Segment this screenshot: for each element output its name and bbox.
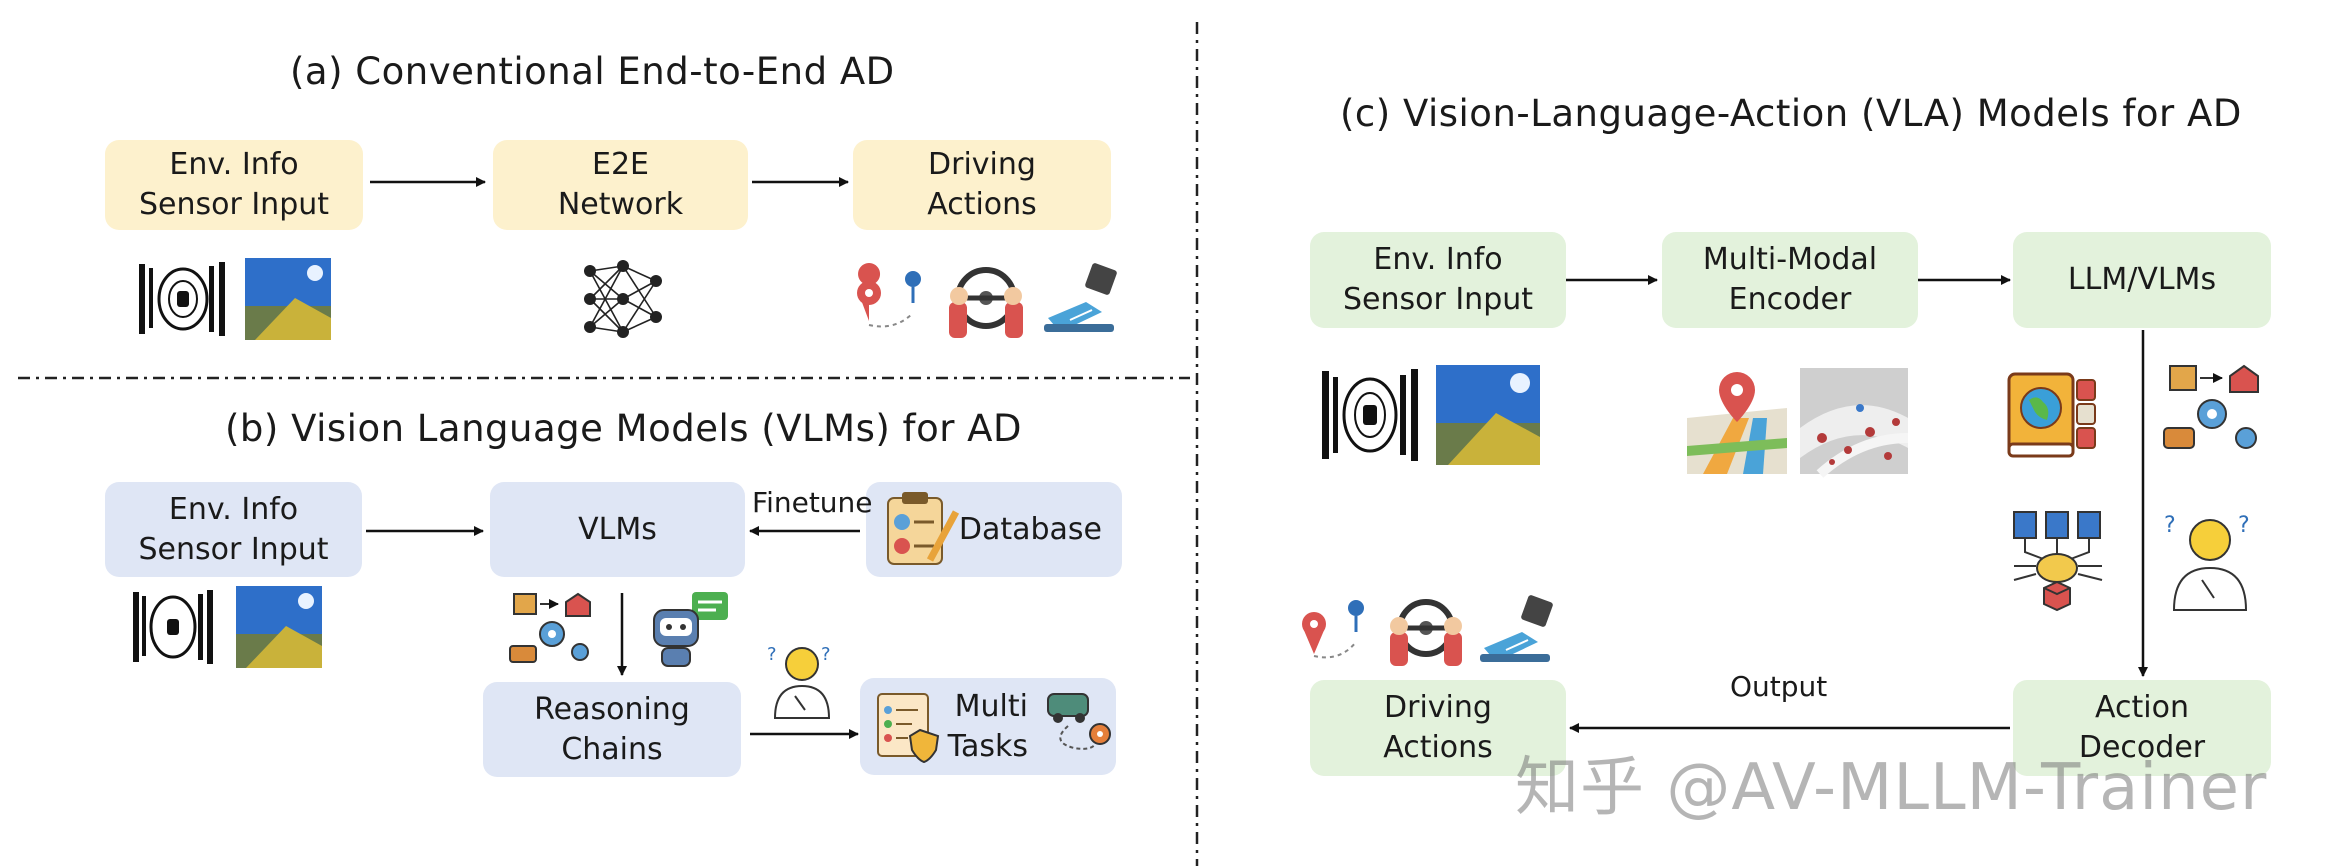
box-c-drive-line2: Actions <box>1383 730 1493 765</box>
box-a-e2e-line2: Network <box>557 187 684 222</box>
finetune-label: Finetune <box>752 486 873 519</box>
box-c-drive-line1: Driving <box>1384 690 1492 725</box>
watermark-text: 知乎 @AV-MLLM-Trainer <box>1515 751 2268 825</box>
workflow-process-icon <box>2163 364 2259 449</box>
camera-image-icon <box>1436 365 1540 465</box>
svg-text:?: ? <box>2238 513 2250 538</box>
box-b-env-line1: Env. Info <box>168 491 299 527</box>
panel-a-title: (a) Conventional End-to-End AD <box>290 50 895 93</box>
box-a-env-line1: Env. Info <box>169 147 299 182</box>
box-c-multimodal-encoder: Multi-Modal Encoder <box>1662 232 1918 328</box>
box-c-decoder-line2: Decoder <box>2078 730 2206 765</box>
box-b-reason-line2: Chains <box>561 731 663 767</box>
box-b-multi-line1: Multi <box>954 688 1028 724</box>
chatbot-robot-icon <box>653 592 728 667</box>
box-c-llm-label: LLM/VLMs <box>2067 262 2217 297</box>
box-c-decoder-line1: Action <box>2095 690 2189 725</box>
svg-text:?: ? <box>2164 513 2176 538</box>
pedal-foot-icon <box>1044 263 1117 332</box>
box-c-llm-vlms: LLM/VLMs <box>2013 232 2271 328</box>
box-a-driving-actions: Driving Actions <box>853 140 1111 230</box>
car-route-icon <box>1047 693 1111 750</box>
box-a-drive-line2: Actions <box>927 187 1037 222</box>
box-a-e2e-network: E2E Network <box>493 140 748 230</box>
panel-c-title: (c) Vision-Language-Action (VLA) Models … <box>1340 92 2242 135</box>
box-a-env-line2: Sensor Input <box>138 187 330 222</box>
box-b-reasoning-chains: Reasoning Chains <box>483 682 741 777</box>
database-questionnaire-icon <box>887 492 960 565</box>
box-c-env-line2: Sensor Input <box>1342 282 1534 317</box>
steering-wheel-icon <box>949 267 1023 338</box>
workflow-process-icon <box>509 592 591 663</box>
steering-wheel-icon <box>1390 599 1462 666</box>
box-b-reason-line1: Reasoning <box>534 691 690 727</box>
document-shield-icon <box>877 693 940 764</box>
box-a-drive-line1: Driving <box>928 147 1036 182</box>
panel-b-title: (b) Vision Language Models (VLMs) for AD <box>225 407 1022 450</box>
thinking-person-icon: ? ? <box>767 644 831 719</box>
svg-text:?: ? <box>767 644 777 665</box>
box-b-env-info: Env. Info Sensor Input <box>105 482 362 577</box>
box-c-action-decoder: Action Decoder <box>2013 680 2271 776</box>
box-a-env-info: Env. Info Sensor Input <box>105 140 363 230</box>
route-pin-icon <box>1302 600 1364 659</box>
box-b-database-label: Database <box>958 511 1102 547</box>
pedal-foot-icon <box>1480 595 1553 662</box>
box-c-env-line1: Env. Info <box>1373 242 1503 277</box>
knowledge-book-icon <box>2007 372 2096 458</box>
camera-image-icon <box>245 258 331 340</box>
box-b-multi-line2: Tasks <box>947 728 1028 764</box>
lidar-scan-icon <box>130 586 216 668</box>
box-c-encoder-line1: Multi-Modal <box>1702 242 1878 277</box>
box-b-env-line2: Sensor Input <box>138 531 329 567</box>
output-label: Output <box>1730 670 1828 703</box>
lidar-scan-icon <box>135 258 231 340</box>
lidar-scan-icon <box>1318 365 1422 465</box>
box-c-driving-actions: Driving Actions <box>1310 680 1566 776</box>
box-b-vlms: VLMs <box>490 482 745 577</box>
map-location-icon <box>1687 372 1787 474</box>
box-a-e2e-line1: E2E <box>592 147 649 182</box>
svg-text:?: ? <box>821 644 831 665</box>
box-c-encoder-line2: Encoder <box>1728 282 1852 317</box>
box-b-vlms-label: VLMs <box>578 511 657 547</box>
box-c-env-info: Env. Info Sensor Input <box>1310 232 1566 328</box>
route-pin-icon <box>857 263 921 328</box>
thinking-person-icon: ? ? <box>2164 513 2250 611</box>
ai-chip-icon <box>2013 511 2103 612</box>
bev-feature-icon <box>1800 368 1909 478</box>
camera-image-icon <box>236 586 322 668</box>
neural-network-icon <box>584 260 662 338</box>
